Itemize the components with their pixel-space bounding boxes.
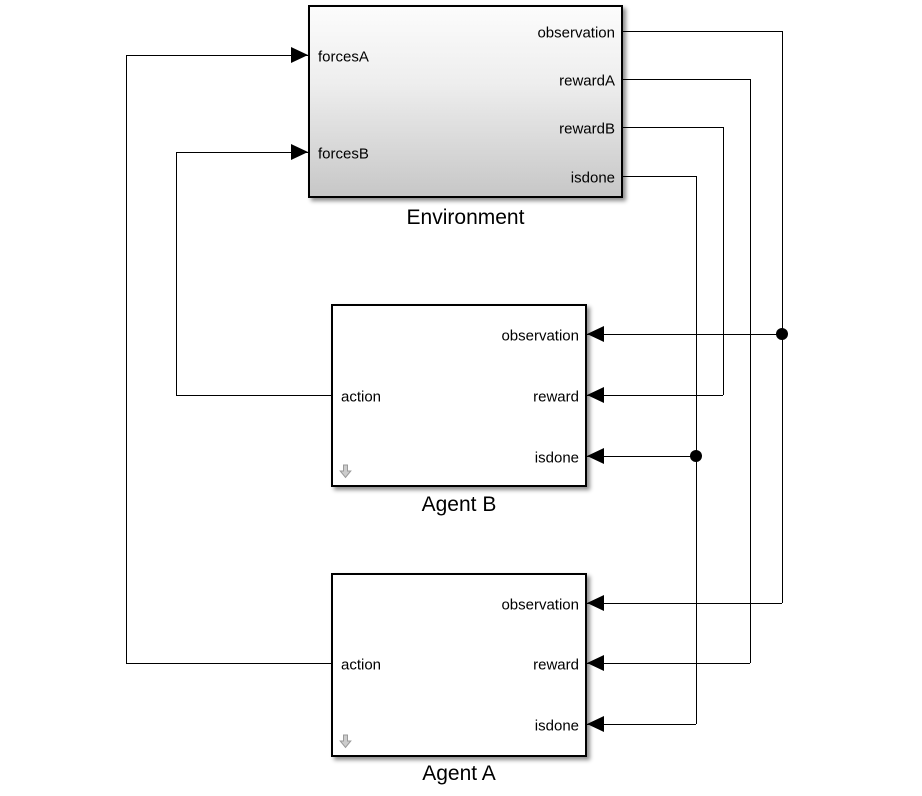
arrowhead-agentA-observation-icon bbox=[587, 595, 604, 611]
mask-down-arrow-icon bbox=[339, 734, 352, 749]
wire-env-rewardB-out[interactable] bbox=[623, 127, 723, 128]
wire-env-observation-out[interactable] bbox=[623, 31, 782, 32]
agent-a-block-name[interactable]: Agent A bbox=[422, 762, 496, 785]
wire-env-forcesB-in[interactable] bbox=[176, 152, 308, 153]
agentB-port-label-isdone: isdone bbox=[534, 449, 579, 467]
arrowhead-agentB-reward-icon bbox=[587, 387, 604, 403]
agentA-port-label-isdone: isdone bbox=[534, 717, 579, 735]
env-port-label-observation: observation bbox=[537, 24, 615, 42]
wire-agentB-action-vertical[interactable] bbox=[176, 152, 177, 395]
wire-env-rewardA-out[interactable] bbox=[623, 79, 750, 80]
arrowhead-agentB-observation-icon bbox=[587, 326, 604, 342]
agentB-port-label-reward: reward bbox=[533, 388, 579, 406]
agentB-port-label-observation: observation bbox=[501, 327, 579, 345]
branch-dot-isdone bbox=[690, 450, 702, 462]
wire-env-forcesA-in[interactable] bbox=[126, 55, 308, 56]
wire-agentB-reward-in[interactable] bbox=[587, 395, 723, 396]
env-port-label-forcesA: forcesA bbox=[318, 48, 369, 66]
branch-dot-observation bbox=[776, 328, 788, 340]
agentA-port-label-action: action bbox=[341, 656, 382, 674]
env-port-label-rewardA: rewardA bbox=[559, 72, 615, 90]
agentB-port-label-action: action bbox=[341, 388, 382, 406]
wire-agentB-isdone-in[interactable] bbox=[587, 456, 696, 457]
agentA-port-label-observation: observation bbox=[501, 596, 579, 614]
wire-env-isdone-out[interactable] bbox=[623, 176, 696, 177]
wire-rewardB-vertical[interactable] bbox=[723, 127, 724, 395]
wire-agentB-observation-in[interactable] bbox=[587, 334, 782, 335]
wire-agentA-action-out[interactable] bbox=[126, 663, 331, 664]
wire-agentA-action-vertical[interactable] bbox=[126, 55, 127, 663]
agent-b-block[interactable]: observation reward isdone action bbox=[331, 304, 587, 487]
agent-b-block-name[interactable]: Agent B bbox=[421, 493, 497, 516]
agent-a-block[interactable]: observation reward isdone action bbox=[331, 573, 587, 757]
wire-rewardA-vertical[interactable] bbox=[750, 79, 751, 663]
environment-block[interactable]: forcesA forcesB observation rewardA rewa… bbox=[308, 5, 623, 198]
arrowhead-agentB-isdone-icon bbox=[587, 448, 604, 464]
arrowhead-forcesB-icon bbox=[291, 144, 308, 160]
wire-observation-vertical[interactable] bbox=[782, 31, 783, 603]
wire-agentA-isdone-in[interactable] bbox=[587, 724, 696, 725]
arrowhead-agentA-reward-icon bbox=[587, 655, 604, 671]
mask-down-arrow-icon bbox=[339, 464, 352, 479]
environment-block-name[interactable]: Environment bbox=[406, 206, 525, 229]
wire-agentA-observation-in[interactable] bbox=[587, 603, 782, 604]
env-port-label-rewardB: rewardB bbox=[559, 120, 615, 138]
env-port-label-isdone: isdone bbox=[570, 169, 615, 187]
arrowhead-agentA-isdone-icon bbox=[587, 716, 604, 732]
env-port-label-forcesB: forcesB bbox=[318, 145, 369, 163]
wire-agentA-reward-in[interactable] bbox=[587, 663, 750, 664]
wire-agentB-action-out[interactable] bbox=[176, 395, 331, 396]
agentA-port-label-reward: reward bbox=[533, 656, 579, 674]
arrowhead-forcesA-icon bbox=[291, 47, 308, 63]
